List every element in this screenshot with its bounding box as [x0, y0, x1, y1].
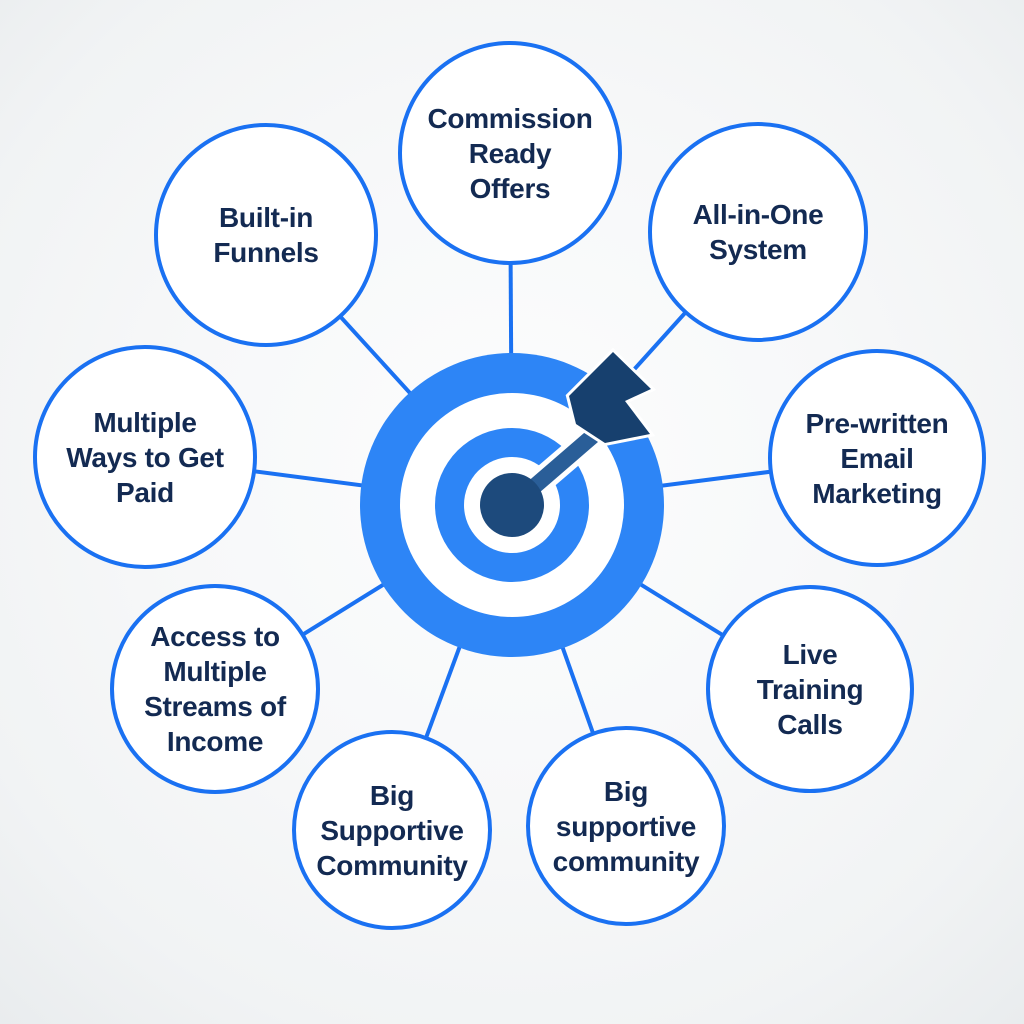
- node-label: Commission Ready Offers: [427, 102, 593, 204]
- node-built-in-funnels: Built-in Funnels: [154, 123, 378, 347]
- node-label: Live Training Calls: [756, 638, 864, 740]
- node-big-supportive-community-lowercase: Big supportive community: [526, 726, 726, 926]
- node-label: Pre-written Email Marketing: [805, 407, 949, 509]
- node-commission-ready-offers: Commission Ready Offers: [398, 41, 622, 265]
- node-label: Built-in Funnels: [213, 202, 319, 268]
- dart-fletching: [565, 347, 657, 447]
- node-pre-written-email-marketing: Pre-written Email Marketing: [768, 349, 986, 567]
- bullseye-dot: [480, 473, 544, 537]
- node-all-in-one-system: All-in-One System: [648, 122, 868, 342]
- node-label: Big supportive community: [552, 775, 700, 877]
- node-access-to-multiple-streams-of-income: Access to Multiple Streams of Income: [110, 584, 320, 794]
- node-label: Big Supportive Community: [316, 779, 468, 881]
- node-big-supportive-community: Big Supportive Community: [292, 730, 492, 930]
- node-multiple-ways-to-get-paid: Multiple Ways to Get Paid: [33, 345, 257, 569]
- node-label: Access to Multiple Streams of Income: [144, 621, 286, 757]
- node-label: All-in-One System: [692, 199, 824, 265]
- target-icon: [360, 347, 664, 657]
- node-label: Multiple Ways to Get Paid: [66, 406, 224, 508]
- node-live-training-calls: Live Training Calls: [706, 585, 914, 793]
